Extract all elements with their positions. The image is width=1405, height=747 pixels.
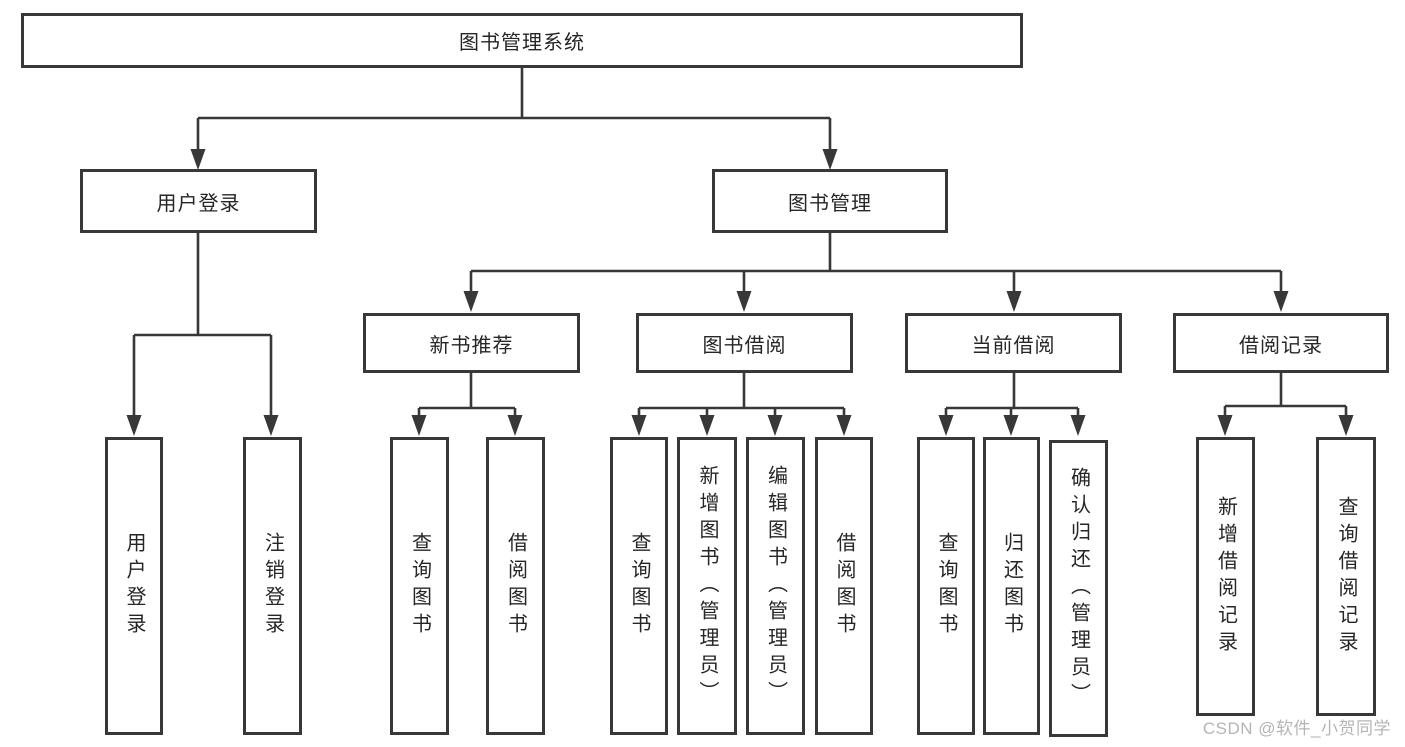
node-query-book-3: 查询图书 (917, 437, 975, 735)
node-label: 新书推荐 (429, 334, 514, 357)
node-label: 新增图书（管理员） (696, 464, 718, 708)
node-confirm-return-admin: 确认归还（管理员） (1049, 440, 1108, 737)
node-label: 图书管理系统 (459, 32, 585, 54)
node-label: 当前借阅 (971, 334, 1056, 357)
node-new-book-recommend: 新书推荐 (363, 313, 580, 373)
node-edit-book-admin: 编辑图书（管理员） (746, 437, 805, 735)
csdn-watermark: CSDN @软件_小贺同学 (1202, 719, 1391, 738)
node-label: 图书借阅 (702, 334, 787, 357)
node-label: 查询借阅记录 (1335, 495, 1357, 658)
node-current-borrowing: 当前借阅 (905, 313, 1122, 373)
node-label: 查询图书 (408, 532, 431, 640)
node-borrow-book-1: 借阅图书 (486, 437, 545, 735)
node-label: 借阅记录 (1239, 334, 1323, 357)
node-borrow-book-2: 借阅图书 (815, 437, 873, 735)
node-label: 查询图书 (628, 532, 650, 640)
node-borrow-records: 借阅记录 (1173, 313, 1389, 373)
node-book-borrowing: 图书借阅 (636, 313, 853, 373)
node-add-borrow-record: 新增借阅记录 (1196, 437, 1255, 716)
node-label: 借阅图书 (504, 532, 527, 640)
node-label: 新增借阅记录 (1214, 495, 1237, 658)
node-logout: 注销登录 (243, 437, 302, 735)
node-book-management: 图书管理 (712, 169, 948, 233)
node-label: 编辑图书（管理员） (764, 464, 787, 708)
node-user-login-module: 用户登录 (80, 169, 317, 233)
node-label: 用户登录 (123, 532, 145, 640)
node-label: 借阅图书 (833, 532, 855, 640)
node-label: 注销登录 (261, 532, 284, 640)
node-label: 确认归还（管理员） (1067, 467, 1090, 710)
node-query-book-2: 查询图书 (610, 437, 668, 735)
node-return-book: 归还图书 (983, 437, 1040, 735)
node-query-borrow-record: 查询借阅记录 (1316, 437, 1376, 716)
node-user-login: 用户登录 (105, 437, 163, 735)
node-add-book-admin: 新增图书（管理员） (677, 437, 737, 735)
node-label: 查询图书 (935, 532, 957, 640)
node-label: 图书管理 (788, 192, 872, 215)
node-label: 用户登录 (156, 192, 241, 215)
node-label: 归还图书 (1000, 532, 1023, 640)
node-query-book-1: 查询图书 (390, 437, 449, 735)
node-root-system: 图书管理系统 (21, 13, 1023, 68)
arrowheads (126, 149, 1354, 436)
